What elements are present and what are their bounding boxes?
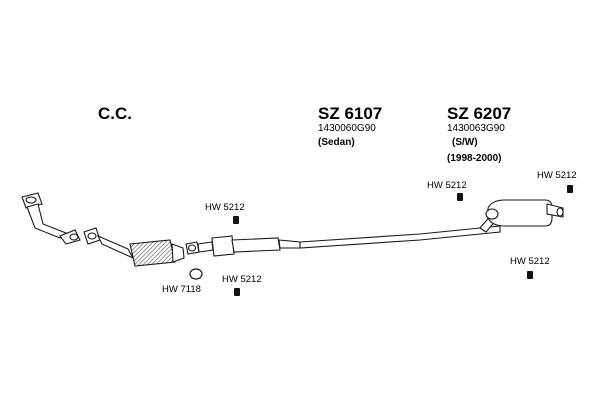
hw-label-2: HW 5212 (427, 180, 467, 191)
middle-pipe-resonator (185, 213, 501, 257)
catalytic-converter-section (83, 227, 185, 267)
wagon-code: SZ 6207 (447, 104, 512, 123)
wagon-variant: (S/W) (452, 137, 478, 148)
cc-title: C.C. (98, 104, 132, 123)
hanger-clip-icon (527, 271, 533, 279)
sedan-code: SZ 6107 (318, 104, 383, 123)
front-down-pipe (21, 192, 81, 245)
rear-muffler (485, 199, 564, 227)
wagon-years: (1998-2000) (447, 153, 502, 164)
hanger-clip-icon (457, 193, 463, 201)
gasket-ring (189, 268, 203, 280)
hw-label-3: HW 5212 (537, 170, 577, 181)
hanger-clip-icon (233, 216, 239, 224)
hw-label-1: HW 5212 (205, 202, 245, 213)
sedan-variant: (Sedan) (318, 137, 355, 148)
hw-label-gasket: HW 7118 (162, 284, 201, 295)
hw-label-5: HW 5212 (510, 256, 550, 267)
hanger-clip-icon (234, 288, 240, 296)
hanger-clip-icon (567, 185, 573, 193)
sedan-part-number: 1430060G90 (318, 123, 376, 134)
wagon-part-number: 1430063G90 (447, 123, 505, 134)
hw-label-4: HW 5212 (222, 274, 262, 285)
